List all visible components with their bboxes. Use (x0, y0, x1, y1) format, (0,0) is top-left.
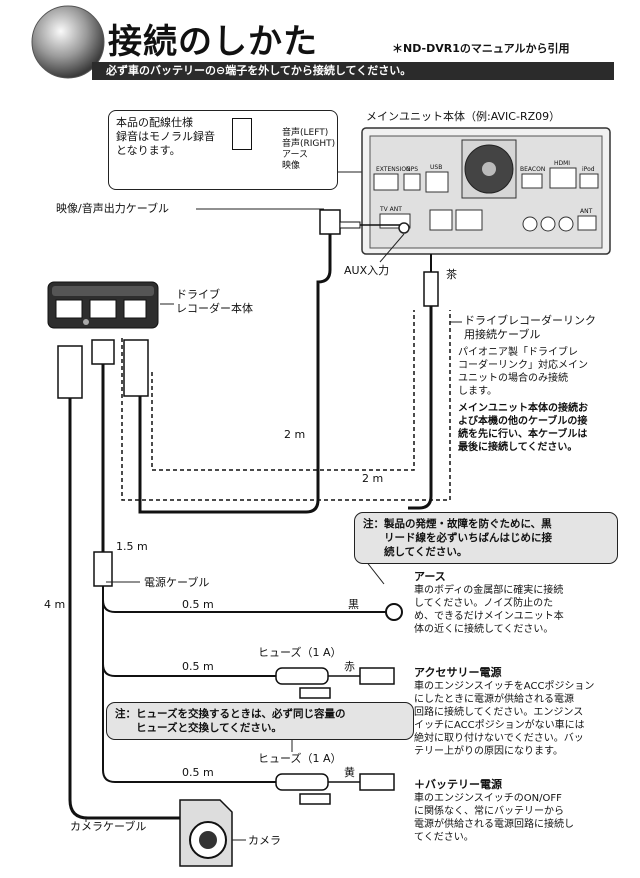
recorder-connectors (57, 339, 149, 399)
link-bold-3: 続を先に行い、本ケーブルは (458, 429, 588, 440)
link-cable-label-2: 用接続ケーブル (464, 328, 541, 341)
fuse-note-line-2: ヒューズと交換してください。 (115, 722, 282, 734)
main-unit-drawing (361, 127, 611, 255)
acc-line-4: イッチにACCポジションがない車には (414, 720, 585, 731)
camera-icon (179, 799, 233, 867)
acc-line-1: 車のエンジンスイッチをACCポジション (414, 681, 595, 692)
length-1-5m: 1.5 m (116, 540, 148, 553)
battery-line-4: てください。 (414, 832, 474, 843)
yellow-wire-label: 黄 (344, 766, 355, 779)
length-2m-a: 2 m (284, 428, 306, 441)
fuse-holder-battery-icon (275, 773, 395, 805)
brown-wire-label: 茶 (446, 268, 457, 281)
camera-cable-label: カメラケーブル (70, 820, 147, 833)
earth-title: アース (414, 570, 446, 583)
drive-recorder-drawing (47, 281, 159, 329)
battery-warning-banner: 必ず車のバッテリーの⊖端子を外してから接続してください。 (92, 62, 614, 80)
battery-section: ＋バッテリー電源 車のエンジンスイッチのON/OFF に関係なく、常にバッテリー… (414, 778, 630, 844)
port-usb: USB (430, 164, 443, 171)
earth-line-1: 車のボディの金属部に確実に接続 (414, 585, 564, 596)
link-desc-4: します。 (458, 386, 497, 397)
acc-line-5: 絶対に取り付けないでください。バッ (414, 733, 584, 744)
black-note-line-1: 注：製品の発煙・故障を防ぐために、黒 (363, 518, 552, 530)
earth-line-2: してください。ノイズ防止のた (414, 598, 554, 609)
wiring-spec-box (108, 110, 338, 190)
port-ant: ANT (580, 208, 593, 215)
port-extension: EXTENSION (376, 166, 411, 173)
plug-diagram-icon (232, 118, 252, 150)
black-wire-label: 黒 (348, 598, 359, 611)
link-bold-2: よび本機の他のケーブルの接 (458, 416, 588, 427)
fuse-note: 注：ヒューズを交換するときは、必ず同じ容量の ヒューズと交換してください。 (106, 702, 414, 740)
spec-line-1: 本品の配線仕様 (116, 116, 193, 129)
main-unit-label: メインユニット本体（例:AVIC-RZ09） (366, 110, 561, 123)
length-4m: 4 m (44, 598, 66, 611)
plug-label-left: 音声(LEFT) (282, 128, 329, 138)
recorder-label-2: レコーダー本体 (176, 302, 253, 315)
av-plug-icon (319, 209, 400, 235)
acc-title: アクセサリー電源 (414, 666, 502, 679)
fuse-label-battery: ヒューズ（1 A） (258, 752, 342, 765)
length-0-5m-battery: 0.5 m (182, 766, 214, 779)
length-2m-b: 2 m (362, 472, 384, 485)
red-wire-label: 赤 (344, 660, 355, 673)
port-ipod: iPod (582, 166, 595, 173)
acc-line-3: 回路に接続してください。エンジンス (414, 707, 584, 718)
link-desc-1: パイオニア製「ドライブレ (458, 347, 578, 358)
battery-line-2: に関係なく、常にバッテリーから (414, 806, 564, 817)
fuse-note-line-1: 注：ヒューズを交換するときは、必ず同じ容量の (115, 708, 346, 720)
battery-line-3: 電源が供給される電源回路に接続し (414, 819, 574, 830)
port-beacon: BEACON (520, 166, 546, 173)
fuse-label-acc: ヒューズ（1 A） (258, 646, 342, 659)
acc-line-6: テリー上がりの原因になります。 (414, 746, 563, 757)
spec-line-3: となります。 (116, 144, 181, 157)
source-note: ＊ND-DVR1のマニュアルから引用 (392, 42, 570, 55)
black-wire-note: 注：製品の発煙・故障を防ぐために、黒 リード線を必ずいちばんはじめに接 続してく… (354, 512, 618, 564)
link-bold-4: 最後に接続してください。 (458, 442, 578, 453)
recorder-label-1: ドライブ (176, 288, 220, 301)
acc-line-2: にしたときに電源が供給される電源 (414, 694, 574, 705)
fuse-holder-acc-icon (275, 667, 395, 699)
earth-line-4: 体の近くに接続してください。 (414, 624, 554, 635)
plug-label-right: 音声(RIGHT) (282, 139, 336, 149)
length-0-5m-acc: 0.5 m (182, 660, 214, 673)
link-connector-icon (408, 254, 439, 510)
link-desc-3: ユニットの場合のみ接続 (458, 373, 568, 384)
port-hdmi: HDMI (554, 160, 571, 167)
battery-title: ＋バッテリー電源 (414, 778, 502, 791)
link-desc-2: コーダーリンク」対応メイン (458, 360, 588, 371)
spec-line-2: 録音はモノラル録音 (116, 130, 215, 143)
black-note-line-3: 続してください。 (363, 546, 468, 558)
camera-label: カメラ (248, 834, 281, 847)
camera-cable-line (68, 398, 180, 820)
plug-label-video: 映像 (282, 161, 301, 171)
black-note-line-2: リード線を必ずいちばんはじめに接 (363, 532, 552, 544)
aux-label: AUX入力 (344, 264, 390, 277)
link-cable-drawing (121, 310, 451, 501)
port-tv-ant: TV ANT (380, 206, 402, 213)
earth-section: アース 車のボディの金属部に確実に接続 してください。ノイズ防止のた め、できる… (414, 570, 626, 636)
earth-line-3: め、できるだけメインユニット本 (414, 611, 564, 622)
link-cable-label-1: ドライブレコーダーリンク (464, 314, 596, 327)
port-gps: GPS (406, 166, 419, 173)
length-0-5m-earth: 0.5 m (182, 598, 214, 611)
acc-section: アクセサリー電源 車のエンジンスイッチをACCポジション にしたときに電源が供給… (414, 666, 630, 758)
page-title: 接続のしかた (108, 22, 318, 62)
av-cable-label: 映像/音声出力ケーブル (56, 202, 170, 215)
power-cable-label: 電源ケーブル (144, 576, 210, 589)
plug-label-earth: アース (282, 150, 309, 160)
earth-terminal-icon (372, 603, 403, 621)
aux-jack-icon (398, 222, 410, 234)
battery-line-1: 車のエンジンスイッチのON/OFF (414, 793, 562, 804)
link-bold-1: メインユニット本体の接続お (458, 403, 588, 414)
header-sphere-icon (31, 5, 105, 79)
